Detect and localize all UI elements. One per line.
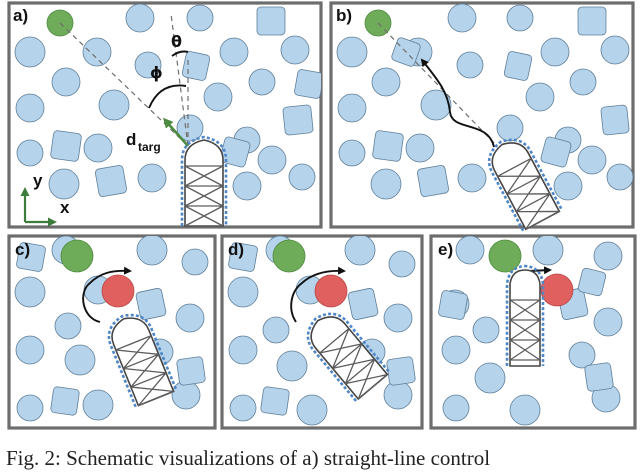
phi-label: ϕ	[150, 63, 163, 82]
coordinate-axes: y x	[20, 171, 70, 227]
robot-a	[180, 135, 228, 227]
dtarg-subscript: targ	[138, 140, 161, 154]
goal-marker-d	[272, 239, 306, 273]
x-axis-label: x	[60, 198, 70, 217]
panel-e-label: e)	[438, 240, 453, 259]
theta-angle-arc	[171, 50, 189, 57]
panel-d-label: d)	[228, 240, 244, 259]
panel-a-obstacles	[14, 3, 321, 201]
y-axis-label: y	[33, 171, 43, 190]
panel-d-obstacles	[227, 236, 416, 426]
dtarg-label: d targ	[126, 130, 161, 154]
panel-b-label: b)	[336, 6, 352, 25]
panel-e: e)	[429, 234, 637, 430]
goal-marker-e	[488, 239, 522, 273]
panel-b-obstacles	[336, 3, 633, 201]
panel-a: a) θ ϕ d targ y x	[7, 1, 323, 229]
phi-angle-arc	[148, 84, 187, 109]
planned-path-d	[290, 266, 346, 323]
blocking-obstacle-d	[314, 274, 348, 308]
planned-path-c	[82, 266, 132, 323]
robot-c	[107, 313, 178, 408]
robot-b	[487, 138, 564, 232]
schematic-figure: a) θ ϕ d targ y x	[7, 1, 637, 430]
blocking-obstacle-c	[101, 274, 135, 308]
blocking-obstacle-e	[540, 273, 574, 307]
vertical-reference-line	[170, 13, 189, 147]
planned-path-b	[420, 58, 495, 148]
straight-line-to-goal-b	[377, 22, 498, 147]
dtarg-main: d	[126, 130, 136, 149]
panel-e-obstacles	[438, 236, 623, 426]
theta-label: θ	[171, 32, 182, 51]
panel-b: b)	[329, 1, 635, 232]
panel-c: c)	[7, 234, 217, 430]
panel-a-label: a)	[13, 6, 28, 25]
robot-e	[505, 264, 545, 367]
figure-caption: Fig. 2: Schematic visualizations of a) s…	[6, 446, 491, 470]
panel-c-label: c)	[15, 240, 30, 259]
goal-marker-c	[60, 239, 94, 273]
target-vector	[163, 117, 189, 147]
robot-d	[306, 312, 391, 402]
panel-d: d)	[220, 234, 424, 430]
